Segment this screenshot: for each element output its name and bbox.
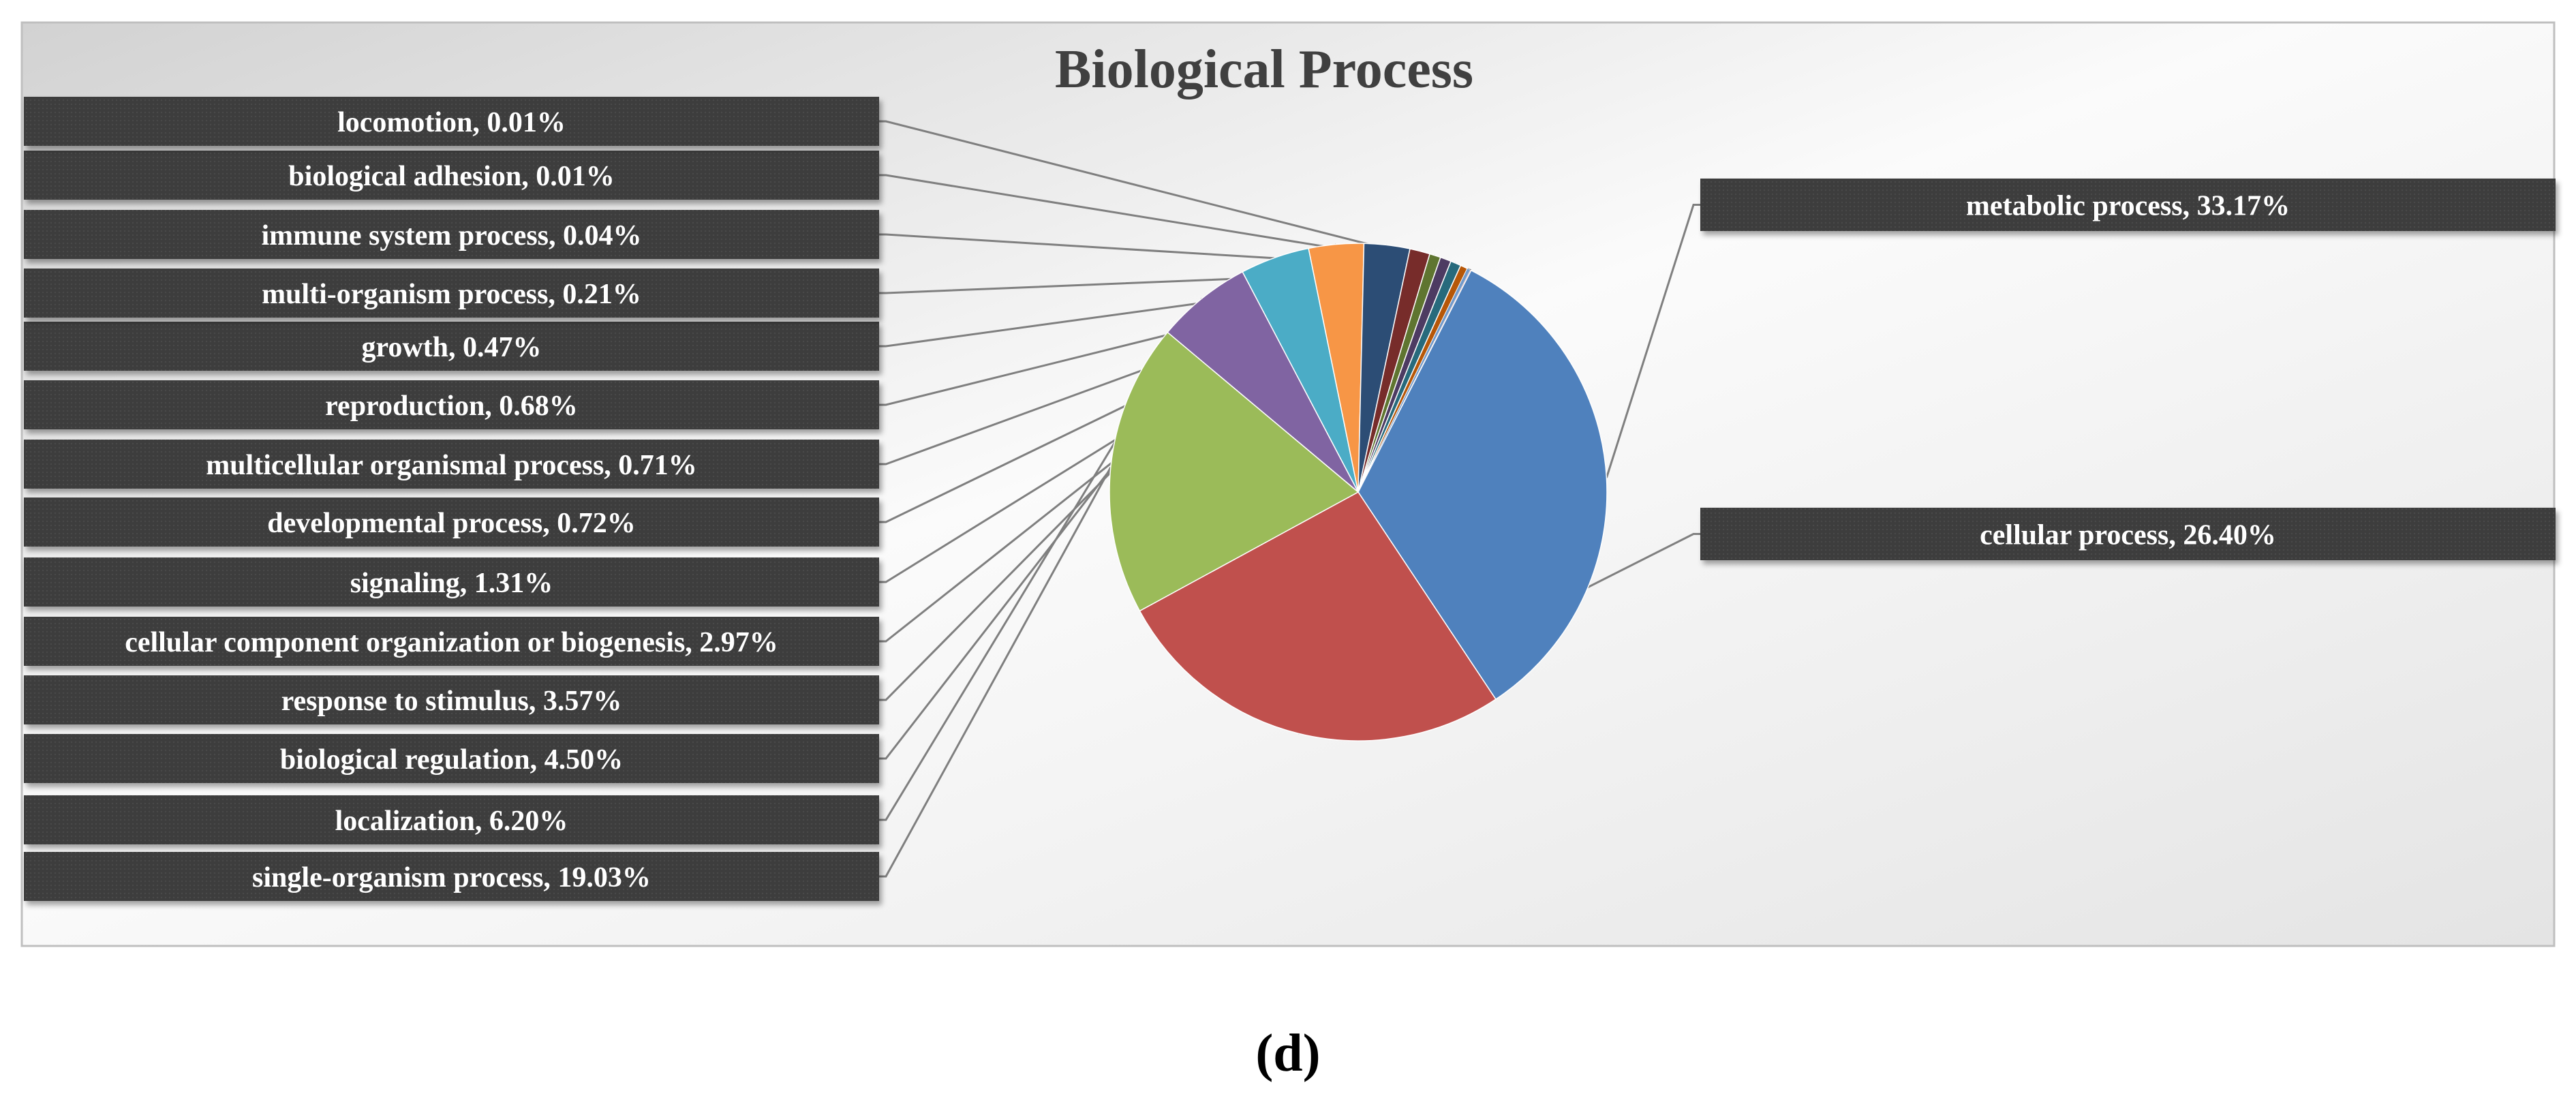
label-box	[24, 675, 879, 724]
leader-line	[879, 466, 1112, 878]
label-box	[24, 380, 879, 429]
label-box	[24, 617, 879, 666]
data-label: biological regulation, 4.50%	[280, 744, 623, 776]
data-label: metabolic process, 33.17%	[1966, 191, 2290, 222]
leader-line	[1605, 204, 1700, 478]
label-box	[24, 795, 879, 844]
data-label: biological adhesion, 0.01%	[288, 161, 614, 192]
data-label: locomotion, 0.01%	[337, 107, 566, 138]
leader-line	[879, 120, 1471, 272]
leader-line	[879, 298, 1203, 821]
data-label: single-organism process, 19.03%	[252, 862, 651, 893]
data-label: cellular component organization or bioge…	[125, 627, 778, 658]
data-label: reproduction, 0.68%	[325, 391, 578, 422]
data-label: response to stimulus, 3.57%	[281, 686, 622, 717]
data-label: localization, 6.20%	[335, 806, 568, 837]
label-box	[24, 852, 879, 901]
label-box	[24, 210, 879, 259]
pie-slices	[1109, 243, 1608, 741]
leader-line	[879, 174, 1471, 272]
data-label: cellular process, 26.40%	[1980, 520, 2276, 551]
label-box	[1700, 179, 2556, 231]
data-label: multicellular organismal process, 0.71%	[206, 450, 697, 481]
data-label: developmental process, 0.72%	[267, 508, 636, 539]
chart-title: Biological Process	[1055, 40, 1473, 100]
slice-labels: metabolic process, 33.17% cellular proces…	[24, 97, 2556, 901]
data-label: multi-organism process, 0.21%	[262, 279, 641, 310]
pie-slice	[1167, 271, 1359, 493]
pie-slice	[1358, 270, 1472, 493]
label-box	[1700, 508, 2556, 560]
data-label: immune system process, 0.04%	[261, 220, 641, 251]
pie-slice	[1139, 491, 1497, 741]
label-box	[24, 97, 879, 146]
label-box	[24, 322, 879, 371]
figure-caption: (d)	[1255, 1023, 1321, 1082]
label-box	[24, 440, 879, 489]
data-label: signaling, 1.31%	[350, 568, 553, 599]
label-box	[24, 269, 879, 318]
label-box	[24, 498, 879, 547]
label-box	[24, 151, 879, 200]
label-box	[24, 734, 879, 783]
label-box	[24, 557, 879, 607]
pie-slice	[1358, 269, 1608, 701]
pie-slice	[1109, 331, 1360, 612]
data-label: growth, 0.47%	[361, 332, 541, 363]
